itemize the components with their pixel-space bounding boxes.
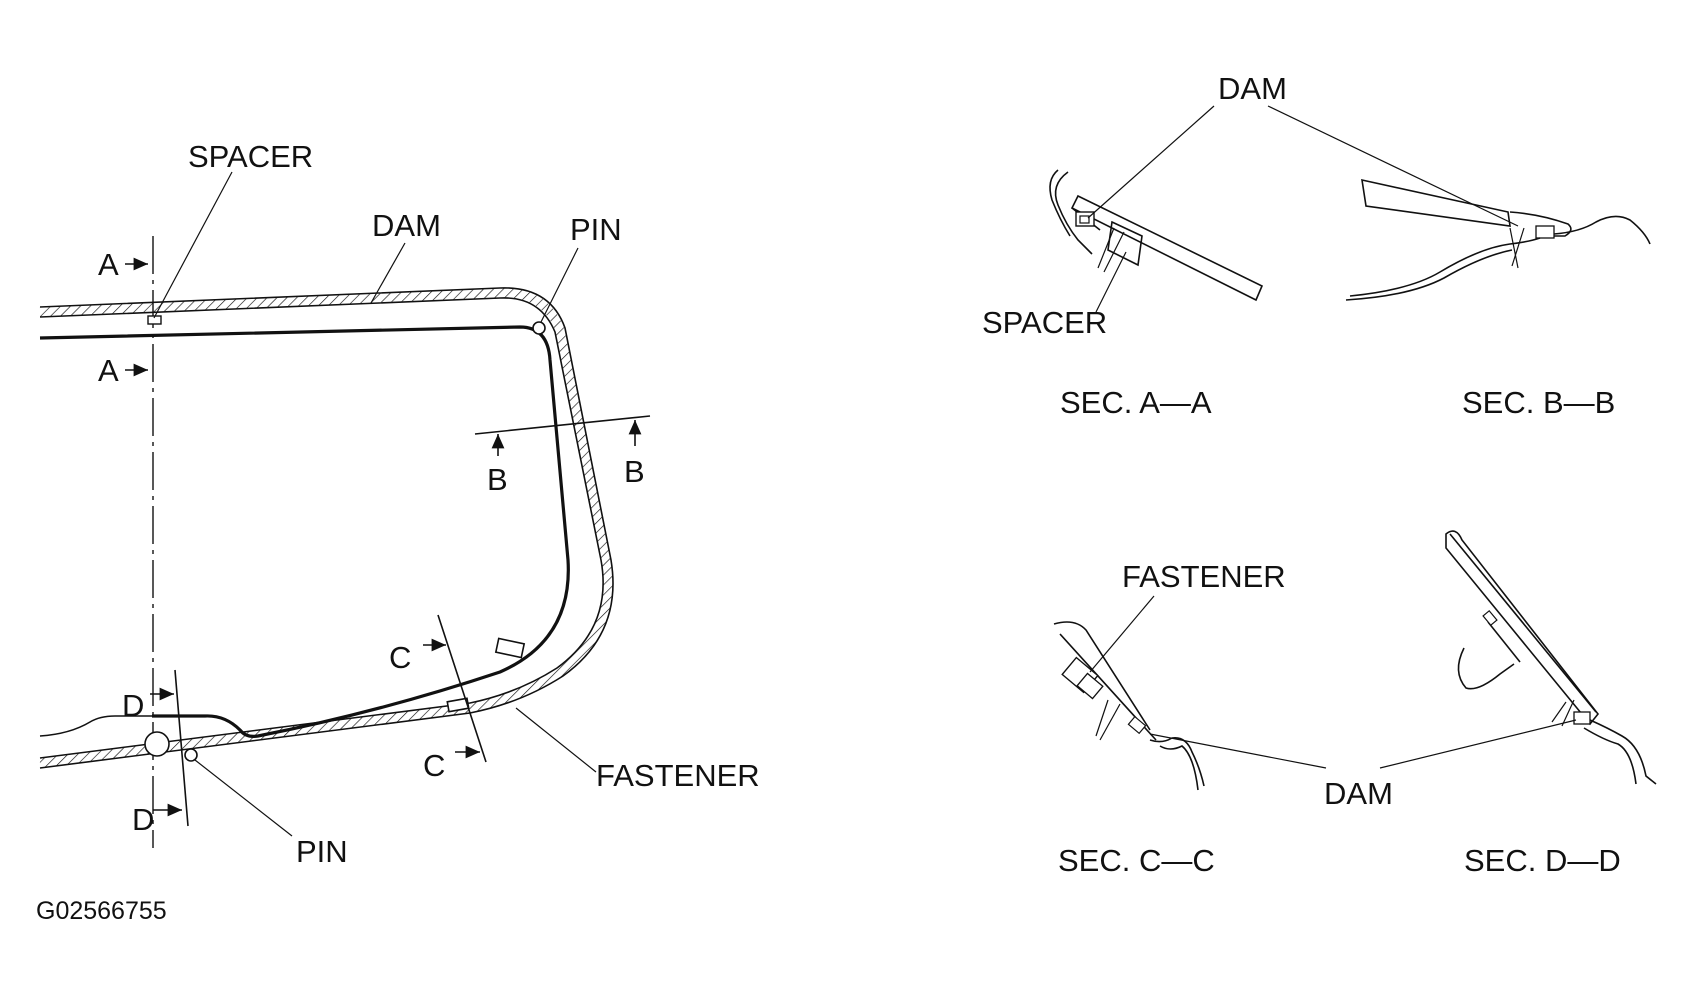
cut-d-bottom: D: [132, 802, 154, 837]
label-pin-bottom: PIN: [296, 834, 348, 869]
label-spacer: SPACER: [188, 139, 313, 174]
label-dam: DAM: [372, 208, 441, 243]
sec-label-dam-bottom: DAM: [1324, 776, 1393, 811]
fastener-clip: [446, 697, 470, 713]
pin-bottom-icon: [184, 748, 198, 762]
fastener-pad: [494, 637, 526, 659]
cut-c-bottom: C: [423, 748, 445, 783]
dam-band: [39, 288, 613, 768]
cut-a-bottom: A: [98, 353, 119, 388]
sec-label-dam-top: DAM: [1218, 71, 1287, 106]
cut-a-top: A: [98, 247, 119, 282]
cut-line-c: [437, 614, 487, 763]
sec-label-fastener: FASTENER: [1122, 559, 1286, 594]
section-dd: [1149, 530, 1657, 785]
section-title-dd: SEC. D—D: [1464, 843, 1621, 878]
sec-label-spacer: SPACER: [982, 305, 1107, 340]
cut-d-top: D: [122, 688, 144, 723]
cut-b-right: B: [624, 454, 645, 489]
section-title-cc: SEC. C—C: [1058, 843, 1215, 878]
section-title-aa: SEC. A—A: [1060, 385, 1212, 420]
cut-c-top: C: [389, 640, 411, 675]
section-bb: [1345, 178, 1651, 301]
label-fastener: FASTENER: [596, 758, 760, 793]
section-cc: [1053, 595, 1205, 791]
label-pin-top: PIN: [570, 212, 622, 247]
figure-code: G02566755: [36, 897, 167, 925]
section-aa: [1049, 105, 1519, 313]
hole-icon: [144, 731, 170, 757]
main-window-view: SPACER DAM PIN PIN FASTENER A A B B C C …: [36, 139, 760, 925]
cut-line-d: [174, 669, 189, 827]
glass-edge: [39, 325, 570, 738]
section-title-bb: SEC. B—B: [1462, 385, 1615, 420]
cut-b-left: B: [487, 462, 508, 497]
pin-top-icon: [532, 321, 546, 335]
cut-line-b: [474, 415, 651, 435]
